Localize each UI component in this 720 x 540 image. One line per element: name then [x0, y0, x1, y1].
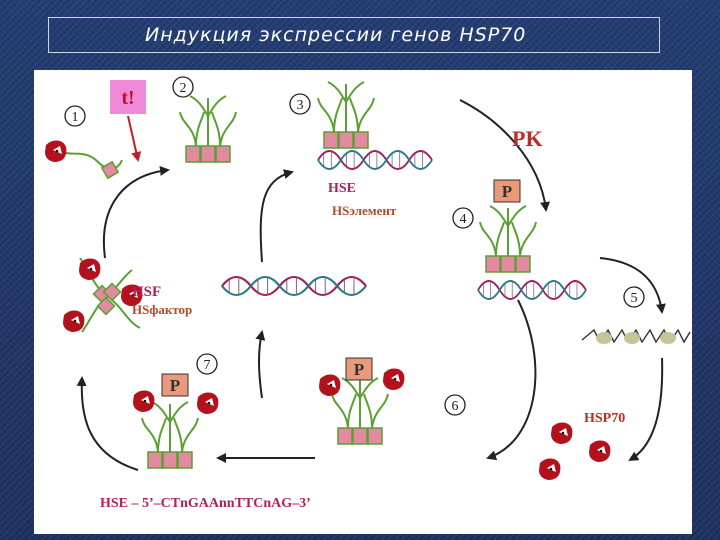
- step-number-3: 3: [289, 93, 311, 115]
- arrow-2-to-3: [259, 169, 294, 263]
- hsf-cluster: [63, 257, 143, 333]
- stress-arrow: [127, 115, 142, 162]
- svg-text:1: 1: [72, 110, 79, 125]
- arrow-4-to-5: [599, 257, 666, 314]
- label-hse-ru: HSэлемент: [332, 203, 397, 218]
- step2-trimer: [179, 95, 237, 163]
- step6-trimer: [331, 377, 389, 445]
- hse-sequence: HSE – 5’–CTnGAAnnTTCnAG–3’: [100, 496, 311, 511]
- stress-box: [110, 80, 146, 114]
- svg-text:7: 7: [204, 358, 211, 373]
- step5-translation: [581, 328, 691, 344]
- step1-monomer: [45, 140, 123, 180]
- label-hse: HSE: [328, 181, 356, 196]
- step-number-5: 5: [623, 286, 645, 308]
- step-number-2: 2: [172, 76, 194, 98]
- arrow-7-to-1: [76, 376, 139, 471]
- diagram-panel: t! P: [34, 70, 692, 534]
- step-number-6: 6: [444, 394, 466, 416]
- dna-hse: [317, 150, 433, 170]
- svg-text:2: 2: [180, 81, 187, 96]
- step-number-1: 1: [64, 105, 86, 127]
- svg-text:6: 6: [452, 399, 459, 414]
- svg-text:4: 4: [460, 212, 467, 227]
- phospho-marker-step4: P: [493, 179, 521, 203]
- arrow-4-to-6: [486, 299, 537, 461]
- svg-text:P: P: [170, 376, 180, 395]
- step-number-4: 4: [452, 207, 474, 229]
- stress-label: t!: [121, 87, 134, 109]
- dna-step4: [477, 280, 587, 300]
- hsp70-protein-b: [589, 440, 611, 462]
- slide-title: Индукция экспрессии генов HSP70: [48, 17, 660, 53]
- arrow-5-to-hsp70: [628, 357, 664, 462]
- label-hsp70: HSP70: [584, 411, 625, 426]
- step-number-7: 7: [196, 353, 218, 375]
- label-pk: PK: [512, 126, 543, 151]
- label-hsf-ru: HSфактор: [132, 302, 192, 317]
- arrow-6-to-dna: [255, 330, 266, 399]
- phospho-marker-step6: P: [345, 357, 373, 381]
- svg-text:P: P: [502, 182, 512, 201]
- arrow-3-to-4: [459, 99, 551, 212]
- label-hsf: HSF: [132, 284, 161, 300]
- arrow-1-to-2: [102, 165, 170, 259]
- step3-trimer: [317, 81, 375, 149]
- step4-trimer: [479, 205, 537, 273]
- svg-text:5: 5: [631, 291, 638, 306]
- svg-text:3: 3: [297, 98, 304, 113]
- hsp70-protein-c: [539, 458, 561, 480]
- hsp70-induction-diagram: t! P: [45, 76, 691, 511]
- step7-trimer: [141, 401, 199, 469]
- dna-free: [220, 275, 368, 297]
- hsp70-protein-a: [551, 422, 573, 444]
- svg-text:P: P: [354, 360, 364, 379]
- phospho-marker-step7: P: [161, 373, 189, 397]
